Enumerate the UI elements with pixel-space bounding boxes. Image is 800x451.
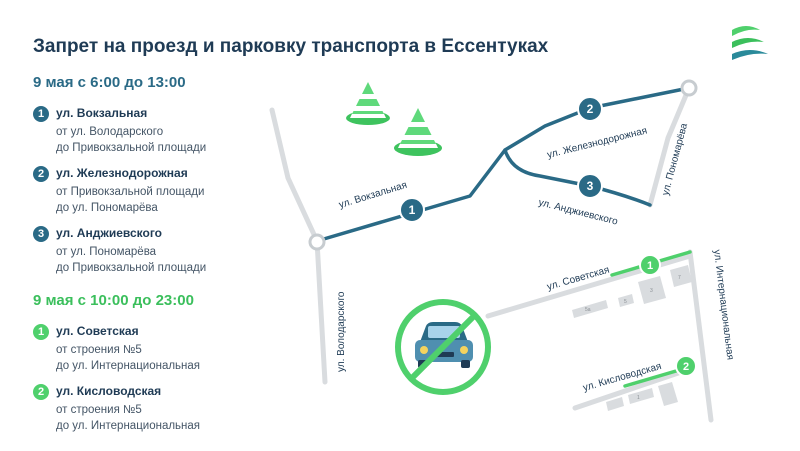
number-badge: 2 [33,166,49,182]
street-name: ул. Анджиевского [56,226,162,240]
route-marker: 2 [577,96,603,122]
building [670,265,692,287]
route-marker: 1 [399,197,425,223]
number-badge: 2 [33,384,49,400]
street-name: ул. Вокзальная [56,106,148,120]
number-badge: 1 [33,106,49,122]
building [572,300,608,318]
street-name: ул. Кисловодская [56,384,162,398]
period-1-heading: 9 мая с 6:00 до 13:00 [33,74,186,91]
no-parking-car-icon [395,299,491,395]
building-number: 3 [650,288,653,294]
street-name: ул. Железнодорожная [56,166,188,180]
street-label: ул. Вокзальная [338,180,409,211]
period-2-heading: 9 мая с 10:00 до 23:00 [33,292,194,309]
street-name: ул. Советская [56,324,139,338]
svg-text:2: 2 [683,361,689,373]
building-number: 1 [637,395,640,401]
street-label: ул. Железнодорожная [546,125,648,161]
page-title: Запрет на проезд и парковку транспорта в… [33,36,549,57]
list-item: 2 ул. Железнодорожная от Привокзальной п… [33,166,263,216]
traffic-cone-icon [346,80,390,125]
svg-text:1: 1 [409,203,416,217]
street-label: ул. Анджиевского [537,197,619,227]
junction-circle [680,79,698,97]
building [638,276,666,304]
route-marker: 1 [639,254,661,276]
number-badge: 3 [33,226,49,242]
building-number: 5 [624,299,627,305]
building [628,388,654,404]
building-number: 5а [585,307,591,313]
route-marker: 3 [577,173,603,199]
traffic-cone-icon [394,106,442,156]
logo-icon [732,26,768,60]
junction-circle [308,233,326,251]
buildings: 5а 5 3 7 1 [572,265,692,411]
svg-text:3: 3 [587,179,594,193]
number-badge: 1 [33,324,49,340]
building [658,382,678,406]
svg-text:2: 2 [587,102,594,116]
blue-route [315,86,691,243]
building [618,294,634,307]
svg-text:1: 1 [647,260,653,272]
street-label: ул. Володарского [336,291,347,372]
street-label: ул. Интернациональная [711,249,735,361]
building-number: 7 [678,275,681,281]
building [606,397,624,411]
route-marker: 2 [675,355,697,377]
